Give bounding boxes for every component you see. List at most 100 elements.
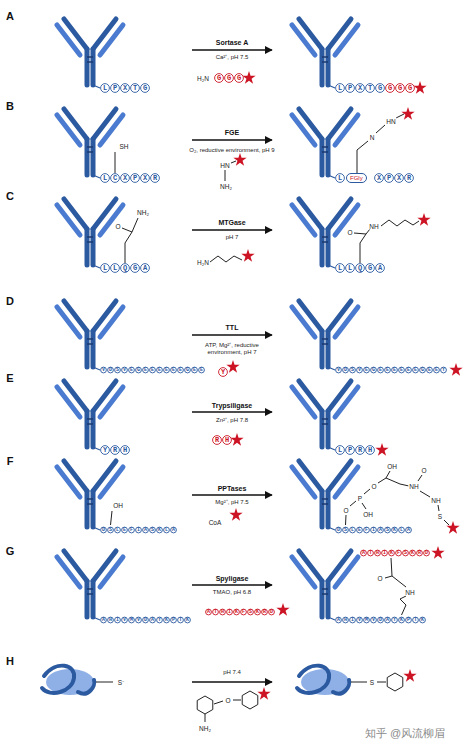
chemical-bond — [377, 682, 386, 683]
antibody-chain — [299, 199, 322, 229]
antibody — [292, 551, 358, 617]
disulfide-bond — [322, 423, 328, 425]
reaction-condition: TMAO, pH 6.8 — [187, 589, 277, 596]
payload-star — [276, 603, 289, 616]
chemical-bond — [122, 228, 132, 232]
payload-star — [233, 153, 246, 166]
antibody-chain — [335, 25, 358, 55]
peptide-sequence: GGG — [385, 83, 418, 93]
antibody-chain — [299, 551, 322, 581]
atom-label: NH₂ — [219, 183, 233, 190]
linker — [328, 617, 335, 620]
atom-label: S⁻ — [117, 679, 125, 686]
linker — [93, 617, 100, 620]
antibody-chain — [328, 109, 351, 139]
antibody-chain — [100, 205, 123, 235]
linker — [328, 447, 335, 450]
antibody-chain — [93, 461, 116, 491]
antibody-chain — [328, 19, 351, 49]
atom-label: OH — [112, 502, 124, 509]
enzyme-name: MTGase — [218, 219, 245, 226]
antibody-chain — [57, 387, 80, 417]
payload-star — [401, 107, 414, 120]
reaction-condition: Zn²⁺, pH 7.8 — [187, 417, 277, 424]
disulfide-bond — [87, 498, 93, 500]
antibody-chain — [91, 331, 96, 367]
antibody — [57, 301, 123, 367]
peptide-sequence: LPRH — [335, 445, 378, 455]
antibody — [57, 19, 123, 85]
antibody-chain — [292, 307, 315, 337]
antibody-chain — [299, 109, 322, 139]
disulfide-bond — [322, 236, 328, 238]
peptide-sequence: XPXR — [374, 173, 417, 183]
antibody-chain — [64, 109, 87, 139]
antibody-chain — [320, 411, 325, 447]
antibody — [292, 461, 358, 527]
antibody-chain — [93, 19, 116, 49]
antibody-chain — [57, 557, 80, 587]
atom-label: O — [114, 223, 121, 230]
chemical-bond — [385, 576, 392, 578]
antibody-chain — [91, 229, 96, 265]
antibody — [292, 109, 358, 175]
antibody-chain — [326, 581, 331, 617]
chemical-bond — [360, 234, 366, 263]
enzyme-name: Spyligase — [216, 575, 249, 582]
antibody-chain — [326, 49, 331, 85]
chemical-bond — [210, 256, 242, 262]
chemical-bond — [378, 471, 390, 483]
chemical-bond — [364, 489, 370, 494]
antibody-chain — [64, 461, 87, 491]
peptide-sequence: GGG — [214, 73, 247, 83]
antibody-chain — [320, 49, 325, 85]
payload-star — [417, 213, 430, 226]
antibody-chain — [91, 581, 96, 617]
panel-letter: B — [6, 100, 14, 112]
antibody-chain — [91, 139, 96, 175]
payload-star — [257, 687, 270, 700]
enzyme-name: FGE — [225, 129, 239, 136]
watermark: 知乎 @风流柳眉 — [365, 726, 445, 741]
antibody-chain — [299, 461, 322, 491]
atom-label: NH — [430, 497, 441, 504]
panel-letter: D — [6, 295, 14, 307]
antibody — [57, 381, 123, 447]
chemical-bond — [115, 152, 116, 173]
chemical-bond — [351, 682, 367, 683]
chemical-bond — [125, 232, 132, 263]
atom-label: O — [342, 507, 349, 514]
atom-label: NH₂ — [136, 209, 150, 216]
panel-letter: E — [6, 372, 13, 384]
peptide-sequence: YRH — [100, 445, 133, 455]
antibody-chain — [100, 557, 123, 587]
disulfide-bond — [87, 241, 93, 243]
linker — [93, 175, 100, 178]
antibody-chain — [326, 331, 331, 367]
antibody-chain — [326, 491, 331, 527]
peptide-sequence: Y — [218, 367, 231, 377]
peptide-sequence: LCXPXR — [100, 173, 163, 183]
antibody-chain — [93, 381, 116, 411]
antibody — [292, 301, 358, 367]
antibody-chain — [335, 387, 358, 417]
antibody-chain — [91, 491, 96, 527]
linker — [93, 447, 100, 450]
antibody-chain — [299, 301, 322, 331]
antibody-chain — [57, 467, 80, 497]
enzyme-name: Sortase A — [216, 39, 248, 46]
residue-label: FGly — [346, 173, 367, 183]
peptide-sequence: RH — [212, 435, 235, 445]
panel-letter: G — [6, 545, 15, 557]
peptide-sequence: DSLEFIASKLA — [335, 527, 414, 534]
payload-star — [431, 546, 444, 559]
chemical-bond — [376, 125, 385, 133]
antibody-chain — [335, 115, 358, 145]
chemical-bond — [233, 700, 241, 701]
antibody — [292, 19, 358, 85]
disulfide-bond — [322, 343, 328, 345]
reaction-condition: Ca²⁺, pH 7.5 — [187, 54, 277, 61]
antibody-chain — [320, 491, 325, 527]
reaction-condition: pH 7.4 — [187, 669, 277, 676]
protein-strand — [42, 666, 74, 693]
